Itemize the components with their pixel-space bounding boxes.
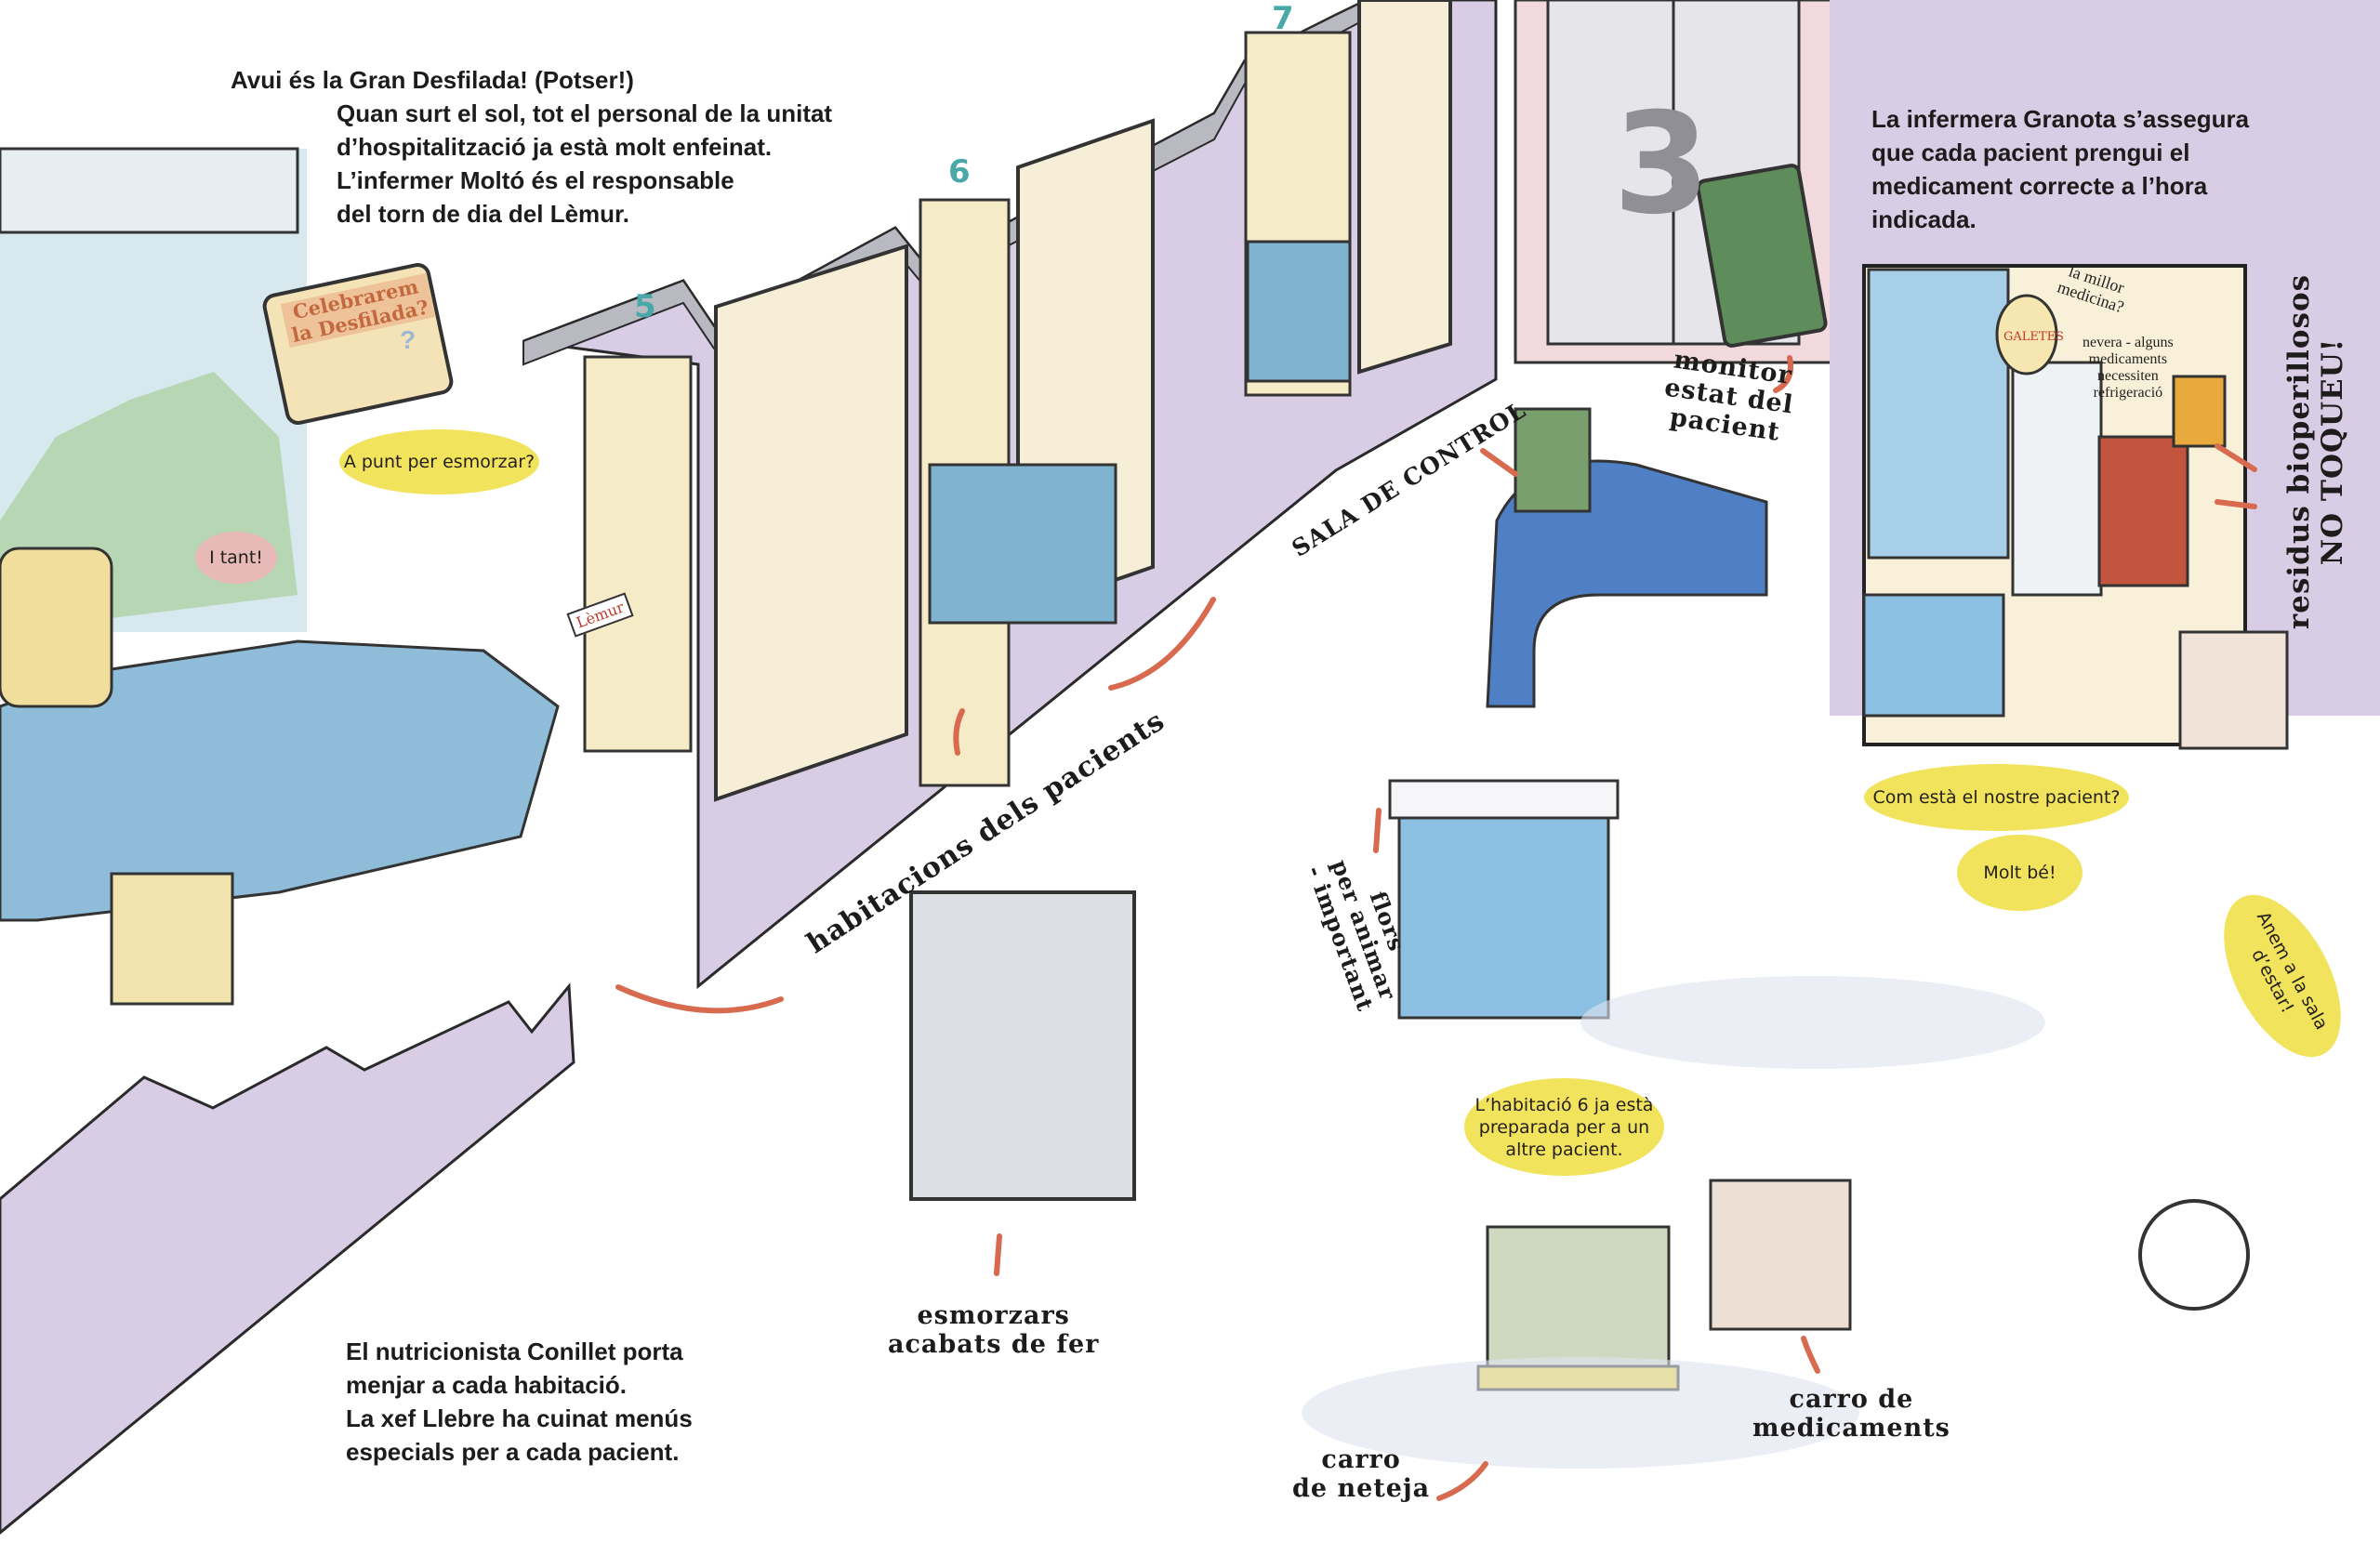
label-monitor: monitor estat del pacient: [1659, 345, 1799, 449]
medication-cart: [1709, 1179, 1852, 1331]
biohazard-bin: [2097, 435, 2189, 587]
narration-line: La xef Llebre ha cuinat menús: [346, 1404, 693, 1432]
narration-top-right: La infermera Granota s’assegura que cada…: [1871, 102, 2249, 236]
label-line: medicaments: [2088, 351, 2168, 367]
narration-line: menjar a cada habitació.: [346, 1371, 628, 1399]
narration-line: que cada pacient prengui el: [1871, 138, 2190, 166]
med-room-cart: [2178, 630, 2289, 750]
room-number-7: 7: [1272, 0, 1294, 37]
label-biohazard: residus bioperillosos NO TOQUEU!: [2282, 274, 2349, 629]
label-breakfasts: esmorzars acabats de fer: [888, 1301, 1099, 1359]
label-line: carro de: [1789, 1385, 1914, 1414]
narration-line: L’infermer Moltó és el responsable: [337, 166, 734, 194]
medicine-cabinet: [1867, 268, 2010, 560]
question-mark-icon: ?: [400, 325, 416, 354]
narration-line: del torn de dia del Lèmur.: [337, 200, 629, 228]
pointer-arrows: [615, 355, 2257, 1501]
narration-line: indicada.: [1871, 205, 1977, 233]
narration-bottom-left: El nutricionista Conillet porta menjar a…: [346, 1335, 693, 1469]
monitor-screen: [1696, 164, 1828, 348]
flower-desk-top: [1388, 779, 1620, 820]
computer-monitor: [1514, 407, 1592, 513]
room7-window: [1357, 0, 1452, 375]
room5-window: [714, 244, 908, 802]
narration-line: Quan surt el sol, tot el personal de la …: [337, 99, 833, 127]
label-fridge: nevera - alguns medicaments necessiten r…: [2082, 335, 2174, 402]
label-line: de neteja: [1292, 1474, 1431, 1503]
room6-bed: [928, 463, 1117, 625]
label-line: acabats de fer: [888, 1330, 1100, 1359]
label-line: refrigeració: [2093, 385, 2163, 401]
narration-top-left: Avui és la Gran Desfilada! (Potser!) Qua…: [231, 63, 832, 231]
label-line: carro: [1321, 1445, 1401, 1474]
label-line: necessiten: [2096, 368, 2159, 384]
breakfast-cart: [909, 890, 1136, 1201]
label-cleaning-cart: carro de neteja: [1292, 1445, 1430, 1503]
room-number-5: 5: [634, 288, 656, 325]
lamp: [0, 547, 113, 708]
narration-line: especials per a cada pacient.: [346, 1438, 680, 1466]
narration-line: d’hospitalització ja està molt enfeinat.: [337, 133, 773, 161]
lower-wall: [0, 982, 575, 1535]
label-medication-cart: carro de medicaments: [1752, 1385, 1950, 1443]
narration-line: medicament correcte a l’hora: [1871, 172, 2208, 200]
speech-bubble-how-is-patient: Com està el nostre pacient?: [1864, 764, 2129, 831]
room7-bed: [1246, 240, 1352, 383]
flower-desk: [1397, 788, 1610, 1020]
patient-bed: [0, 639, 560, 922]
label-line: medicaments: [1752, 1414, 1950, 1443]
fridge: [2011, 361, 2103, 597]
cookie-jar: [1995, 294, 2058, 376]
label-line: NO TOQUEU!: [2316, 337, 2350, 566]
cookie-jar-label: GALETES: [2003, 330, 2064, 344]
label-line: esmorzars: [917, 1301, 1070, 1330]
speech-bubble-of-course: I tant!: [195, 532, 277, 584]
room-number-6: 6: [948, 153, 971, 191]
speech-bubble-room6-ready: L’habitació 6 ja està preparada per a un…: [1464, 1078, 1664, 1176]
speech-bubble-very-good: Molt bé!: [1957, 835, 2082, 911]
label-line: residus bioperillosos: [2282, 273, 2317, 630]
narration-line: Avui és la Gran Desfilada! (Potser!): [231, 66, 634, 94]
narration-line: El nutricionista Conillet porta: [346, 1338, 683, 1365]
room5-door: [583, 355, 693, 753]
label-line: nevera - alguns: [2082, 335, 2174, 350]
narration-line: La infermera Granota s’assegura: [1871, 105, 2250, 133]
bedside-table: [110, 872, 234, 1006]
wheelchair-wheel: [2138, 1199, 2250, 1311]
sharps-container: [2172, 375, 2227, 448]
sink-counter: [1862, 593, 2005, 718]
window-blind: [0, 147, 299, 234]
speech-bubble-ready-breakfast: A punt per esmorzar?: [339, 429, 539, 494]
elevator-floor-number: 3: [1613, 84, 1711, 245]
